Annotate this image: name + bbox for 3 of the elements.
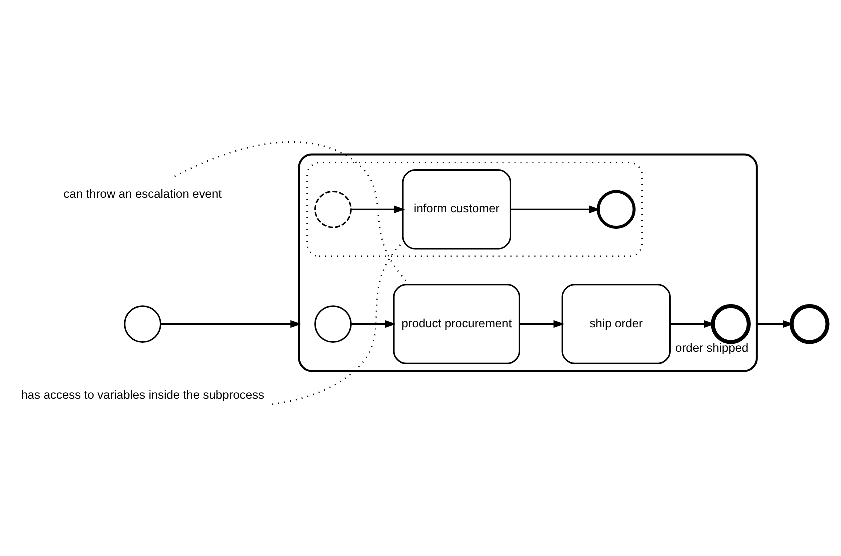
node-text: can throw an escalation event	[64, 186, 222, 201]
node-text: has access to variables inside the subprocess	[21, 388, 264, 402]
node-label: order shipped	[676, 340, 749, 355]
